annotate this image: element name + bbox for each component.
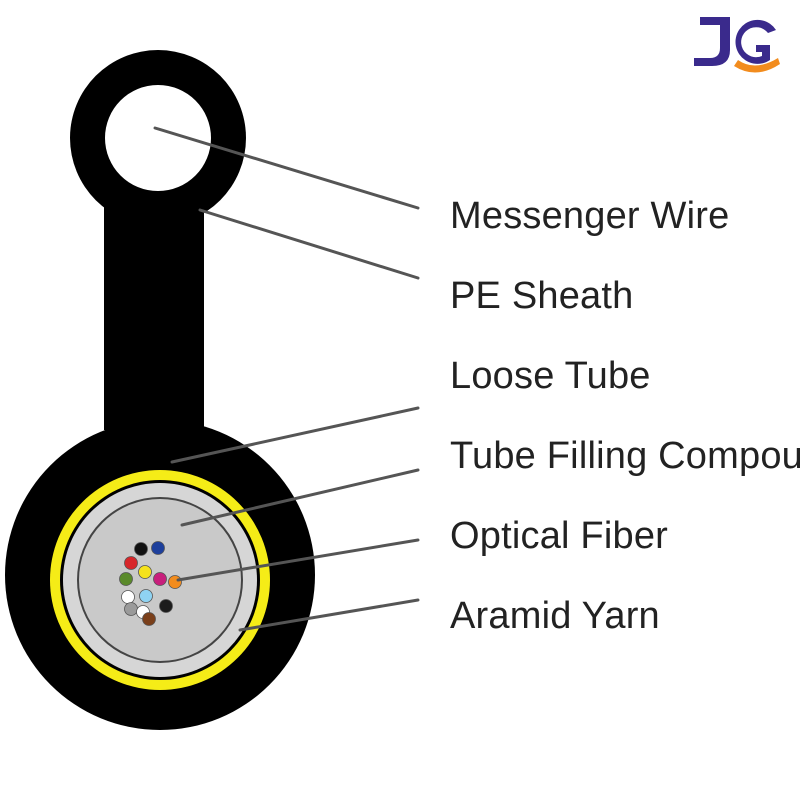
labels: Messenger Wire PE Sheath Loose Tube Tube… — [450, 195, 800, 637]
optical-fiber-13 — [142, 612, 156, 626]
optical-fiber-10 — [124, 602, 138, 616]
logo-letter-g — [735, 19, 776, 64]
optical-fiber-11 — [159, 599, 173, 613]
leader-optical-fiber — [176, 538, 420, 582]
optical-fiber-5 — [138, 565, 152, 579]
sheath-neck — [104, 200, 204, 430]
label-aramid-yarn: Aramid Yarn — [450, 595, 660, 637]
leader-tube-filling-compound — [180, 468, 420, 527]
leader-lines — [153, 126, 420, 632]
leader-pe-sheath — [198, 208, 420, 280]
optical-fiber-4 — [119, 572, 133, 586]
label-tube-filling-compound: Tube Filling Compound — [450, 435, 800, 477]
optical-fibers — [119, 541, 182, 626]
optical-fiber-3 — [151, 541, 165, 555]
messenger-wire — [105, 85, 211, 191]
logo-swoosh — [734, 58, 780, 73]
brand-logo — [694, 17, 780, 73]
leader-messenger-wire — [153, 126, 420, 210]
leader-aramid-yarn — [238, 598, 420, 632]
optical-fiber-8 — [121, 590, 135, 604]
optical-fiber-2 — [134, 542, 148, 556]
label-pe-sheath: PE Sheath — [450, 275, 634, 317]
optical-fiber-1 — [124, 556, 138, 570]
logo-letter-j — [694, 17, 730, 66]
optical-fiber-7 — [168, 575, 182, 589]
label-messenger-wire: Messenger Wire — [450, 195, 729, 237]
optical-fiber-9 — [139, 589, 153, 603]
label-loose-tube: Loose Tube — [450, 355, 651, 397]
optical-fiber-6 — [153, 572, 167, 586]
leader-loose-tube — [170, 406, 420, 464]
label-optical-fiber: Optical Fiber — [450, 515, 668, 557]
